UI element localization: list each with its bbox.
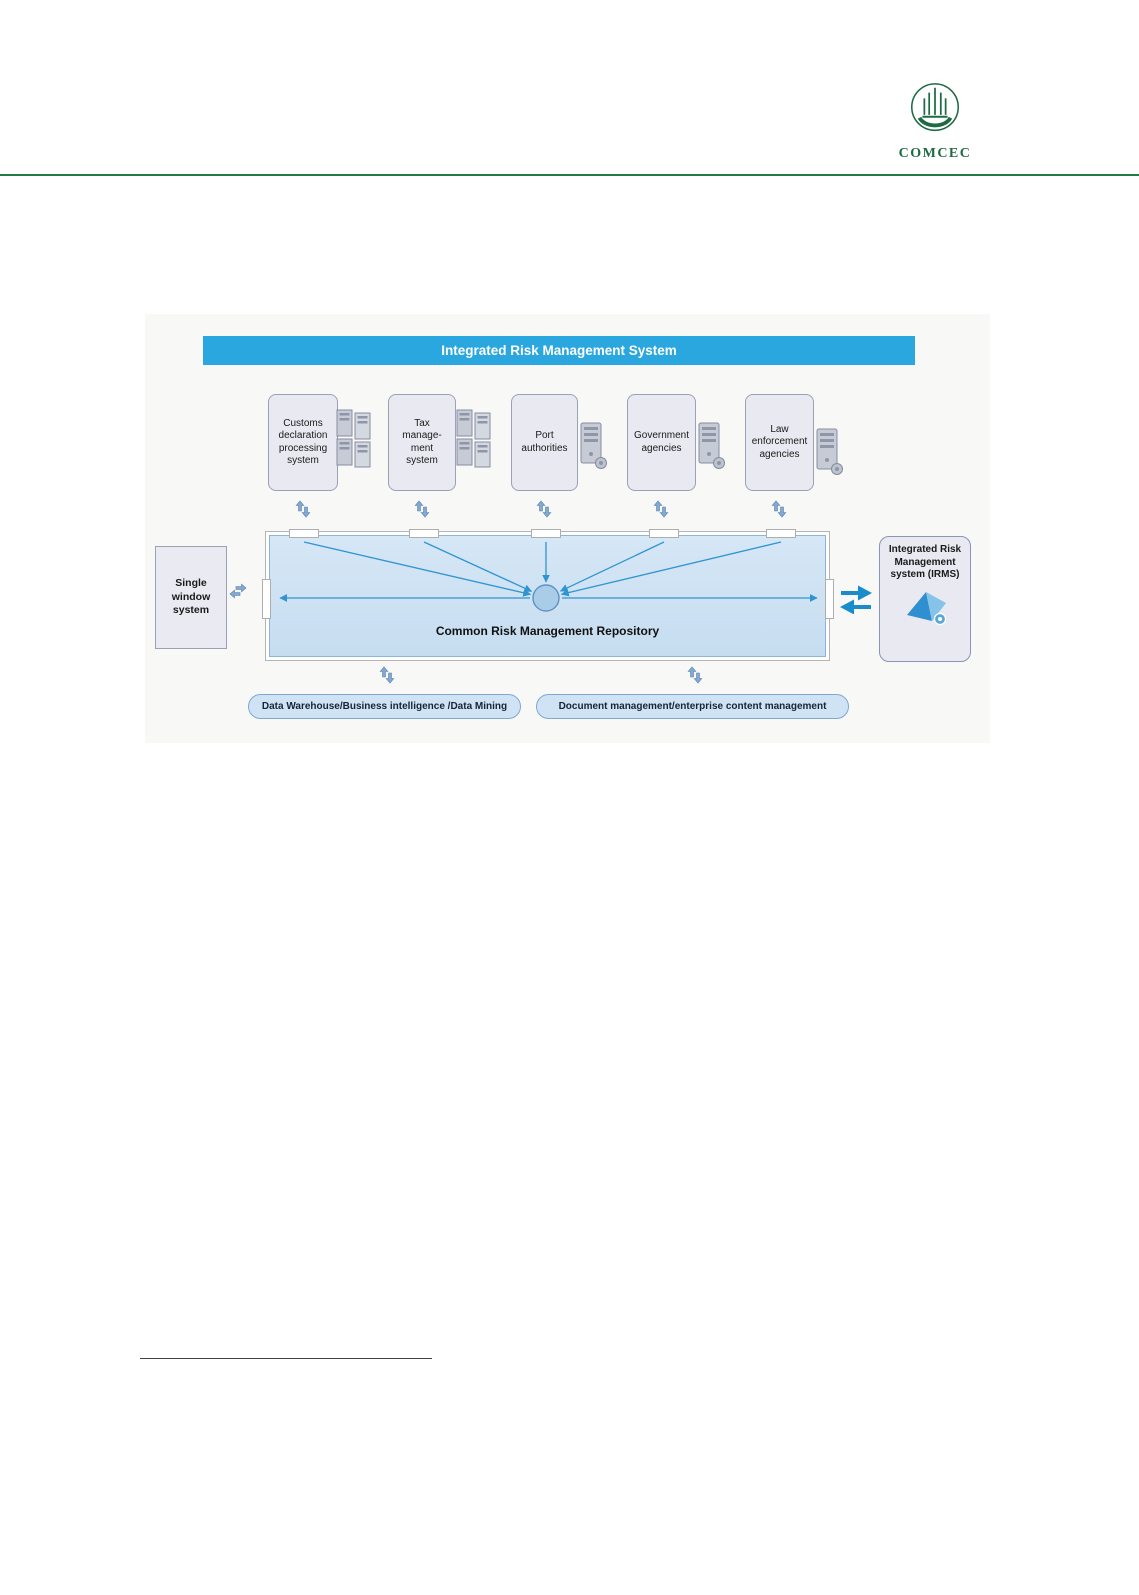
connector-tab	[766, 529, 796, 538]
node-label: Customs declaration processing system	[278, 417, 328, 467]
node-law-enforcement: Law enforcement agencies	[745, 394, 814, 491]
exchange-arrows-icon	[840, 585, 872, 614]
sync-arrows-icon	[414, 500, 430, 518]
comcec-wordmark: COMCEC	[898, 146, 972, 161]
footnote-rule	[140, 1358, 432, 1359]
header-divider	[0, 174, 1139, 176]
connector-tab	[649, 529, 679, 538]
comcec-emblem-icon	[911, 83, 959, 132]
sync-arrows-icon	[379, 666, 395, 684]
connector-tab	[825, 579, 834, 619]
node-label: Law enforcement agencies	[751, 423, 808, 460]
connector-tab	[531, 529, 561, 538]
pill-label: Data Warehouse/Business intelligence /Da…	[261, 701, 508, 712]
server-cluster-icon	[456, 409, 491, 468]
server-icon	[698, 422, 725, 469]
node-label: Government agencies	[633, 430, 690, 454]
repository-arrows	[279, 541, 818, 612]
node-customs-declaration: Customs declaration processing system	[268, 394, 338, 491]
pill-label: Document management/enterprise content m…	[558, 701, 827, 712]
sync-arrows-icon	[687, 666, 703, 684]
comcec-logo: COMCEC	[893, 80, 977, 162]
connector-tab	[262, 579, 271, 619]
irms-box: Integrated Risk Management system (IRMS)	[879, 536, 971, 662]
repository-hub	[532, 584, 560, 612]
pill-document-management: Document management/enterprise content m…	[536, 694, 849, 719]
sync-arrows-icon	[229, 583, 247, 599]
repository-label: Common Risk Management Repository	[435, 624, 660, 638]
single-window-box: Single window system	[155, 546, 227, 649]
sync-arrows-icon	[536, 500, 552, 518]
node-label: Tax manage- ment system	[402, 417, 442, 467]
repository-box: Common Risk Management Repository	[262, 529, 834, 661]
node-tax-management: Tax manage- ment system	[388, 394, 456, 491]
connector-tab	[409, 529, 439, 538]
node-government-agencies: Government agencies	[627, 394, 696, 491]
node-port-authorities: Port authorities	[511, 394, 578, 491]
sync-arrows-icon	[771, 500, 787, 518]
diagram-title: Integrated Risk Management System	[203, 336, 915, 365]
server-icon	[816, 428, 843, 475]
irms-diamond-icon	[907, 591, 947, 625]
sync-arrows-icon	[653, 500, 669, 518]
irms-diagram: Integrated Risk Management System Custom…	[145, 314, 990, 743]
sync-arrows-icon	[295, 500, 311, 518]
server-icon	[580, 422, 607, 469]
connector-tab	[289, 529, 319, 538]
node-label: Port authorities	[521, 430, 568, 454]
single-window-label: Single window system	[171, 577, 211, 617]
pill-data-warehouse: Data Warehouse/Business intelligence /Da…	[248, 694, 521, 719]
irms-label: Integrated Risk Management system (IRMS)	[888, 544, 962, 580]
server-cluster-icon	[336, 409, 371, 468]
